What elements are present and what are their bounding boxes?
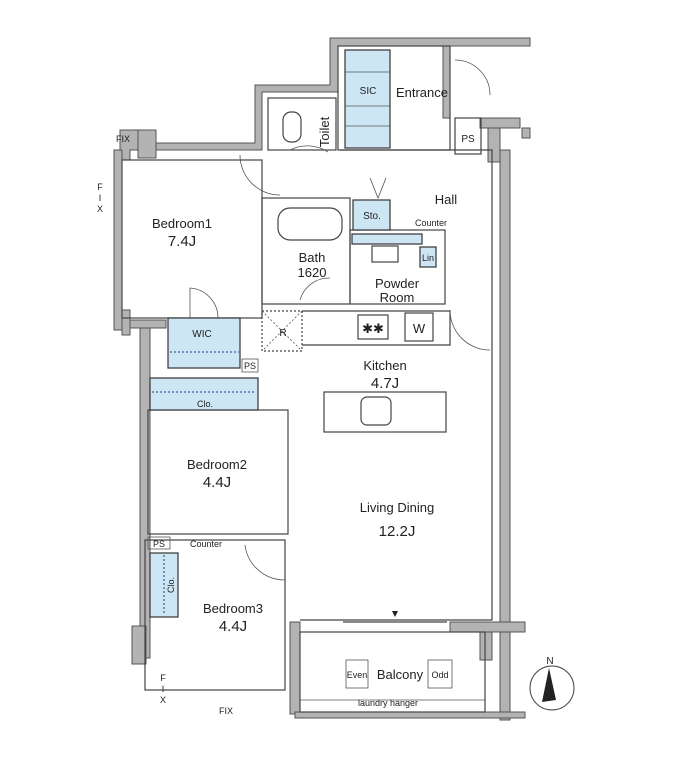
refrigerator-space — [261, 310, 303, 352]
closet-label-bedroom2: Clo. — [197, 399, 213, 409]
odd-label: Odd — [431, 670, 448, 680]
sto-label: Sto. — [363, 211, 381, 222]
balcony-label: Balcony — [377, 667, 424, 682]
fix-label-b3-f: F — [160, 673, 166, 683]
island-sink-icon — [360, 396, 392, 426]
kitchen-name: Kitchen — [363, 358, 406, 373]
laundry-hanger-label: laundry hanger — [358, 698, 418, 708]
fix-label-b3-i: I — [162, 684, 165, 694]
counter-label-powder: Counter — [415, 218, 447, 228]
doors — [189, 59, 491, 581]
ps-label-entrance: PS — [461, 134, 475, 145]
interior-lines — [121, 45, 493, 713]
counter-label-bedroom3: Counter — [190, 539, 222, 549]
linen-closet — [419, 246, 437, 268]
sic-closet — [344, 49, 391, 149]
wic — [167, 317, 241, 369]
stove-icon — [357, 314, 389, 340]
bedroom1-size: 7.4J — [168, 233, 196, 250]
entrance-label: Entrance — [396, 85, 448, 100]
living-name: Living Dining — [360, 500, 434, 515]
bedroom2-name: Bedroom2 — [187, 457, 247, 472]
wic-label: WIC — [192, 329, 211, 340]
ps-label-wic: PS — [244, 361, 256, 371]
fix-label-top: FIX — [116, 134, 130, 144]
toilet-icon — [282, 111, 302, 143]
bedroom1-name: Bedroom1 — [152, 216, 212, 231]
powder-room-line1: Powder — [375, 276, 420, 291]
fix-label-side-f: F — [97, 182, 103, 192]
powder-room-line2: Room — [380, 290, 415, 305]
hall-label: Hall — [435, 192, 458, 207]
even-label: Even — [347, 670, 368, 680]
fix-label-b3-x: X — [160, 695, 166, 705]
kitchen-size: 4.7J — [371, 375, 399, 392]
lin-label: Lin — [422, 253, 434, 263]
bedroom3-name: Bedroom3 — [203, 601, 263, 616]
burner-icon: ✱✱ — [362, 321, 384, 336]
fix-label-side-i: I — [99, 193, 102, 203]
closet-bedroom2 — [149, 377, 259, 411]
bath-name: Bath — [299, 250, 326, 265]
storage-sto — [352, 199, 391, 231]
living-size: 12.2J — [379, 523, 416, 540]
ps-label-bedroom3: PS — [153, 539, 165, 549]
powder-counter — [351, 233, 423, 245]
fix-label-bottom: FIX — [219, 706, 233, 716]
bathtub-icon — [277, 207, 343, 241]
refrigerator-label: R — [279, 328, 286, 339]
closet-label-bedroom3: Clo. — [166, 577, 176, 593]
bedroom3-size: 4.4J — [219, 618, 247, 635]
toilet-label: Toilet — [317, 116, 332, 147]
bedroom2-size: 4.4J — [203, 474, 231, 491]
sink-icon — [371, 245, 399, 263]
kitchen-island — [323, 391, 447, 433]
washer-space — [404, 312, 434, 342]
north-label: N — [546, 656, 553, 667]
washer-label: W — [413, 321, 426, 336]
entrance-marker-icon — [392, 611, 398, 617]
north-compass-icon: N — [529, 656, 575, 711]
fix-label-side-x: X — [97, 204, 103, 214]
sic-label: SIC — [360, 86, 377, 97]
bath-size: 1620 — [298, 265, 327, 280]
